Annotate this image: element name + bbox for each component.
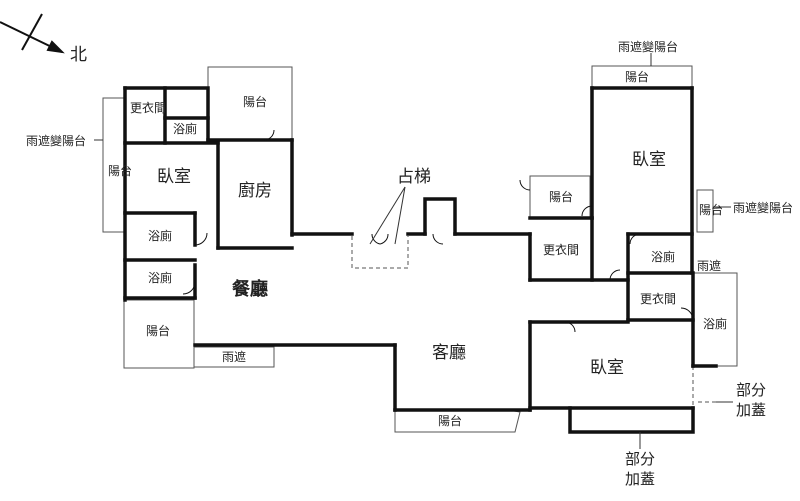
thin-outlines — [102, 65, 738, 433]
leader-lines — [94, 53, 733, 449]
label-bath-w-2: 浴廁 — [148, 270, 172, 285]
label-balcony-w-vertical: 陽台 — [108, 163, 132, 178]
walls — [123, 86, 718, 434]
label-kitchen: 廚房 — [238, 180, 272, 201]
label-balcony-sw: 陽台 — [146, 323, 170, 338]
label-bath-e-1: 浴廁 — [651, 249, 675, 264]
label-dining: 餐廳 — [231, 278, 268, 300]
label-bath-e-2: 浴廁 — [703, 316, 727, 331]
label-balcony-nw-top: 陽台 — [243, 94, 267, 109]
label-balcony-e-vertical: 陽台 — [699, 202, 723, 217]
label-wardrobe-mid: 更衣間 — [543, 242, 579, 257]
label-bath-w-1: 浴廁 — [148, 228, 172, 243]
label-balcony-ne-top: 陽台 — [625, 69, 649, 84]
label-balcony-mid: 陽台 — [549, 189, 573, 204]
label-bath-nw-small: 浴廁 — [173, 121, 197, 136]
label-rain-cover-sw: 雨遮 — [222, 349, 246, 364]
label-rain-cover-e-small: 雨遮 — [697, 258, 721, 273]
label-rain-cover-nw-note: 雨遮變陽台 — [26, 133, 86, 148]
label-bedroom-w: 臥室 — [157, 167, 191, 187]
label-bedroom-ne: 臥室 — [632, 150, 666, 170]
label-rain-cover-e-note: 雨遮變陽台 — [733, 200, 793, 215]
label-living: 客廳 — [432, 343, 466, 363]
compass-north-label: 北 — [70, 45, 87, 65]
label-stair: 占梯 — [397, 167, 431, 187]
label-wardrobe-nw: 更衣間 — [130, 100, 166, 115]
label-balcony-south: 陽台 — [438, 413, 462, 428]
compass-arrow — [0, 13, 65, 54]
label-bedroom-se: 臥室 — [590, 358, 624, 378]
label-rain-cover-ne-top-note: 雨遮變陽台 — [618, 39, 678, 54]
doors — [182, 129, 694, 333]
label-extension-bottom: 部分加蓋 — [625, 450, 655, 488]
label-wardrobe-e: 更衣間 — [640, 291, 676, 306]
label-extension-right: 部分加蓋 — [736, 381, 766, 419]
